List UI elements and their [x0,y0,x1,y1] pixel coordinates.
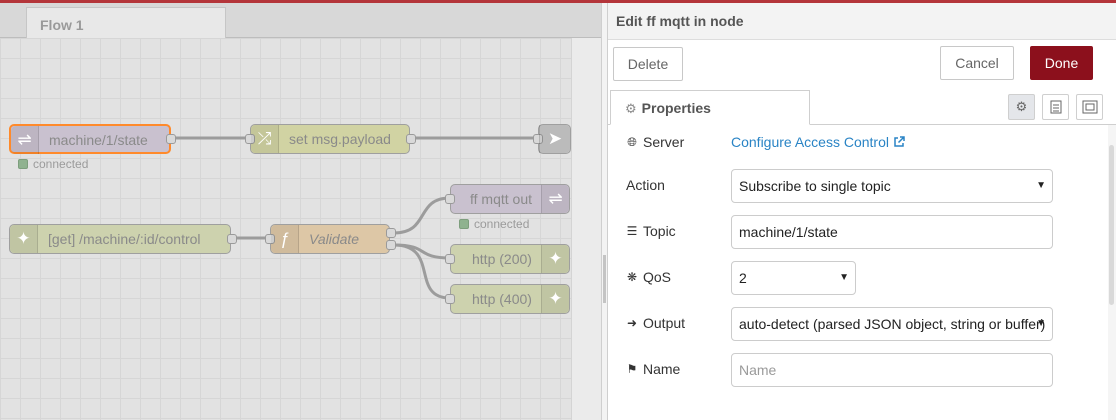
mqtt-in-node[interactable]: ⇌ machine/1/state [9,124,176,154]
wire-function-to-mqtt-out [393,196,451,235]
mqtt-icon: ⇌ [541,185,569,213]
input-port[interactable] [265,234,275,244]
description-tab[interactable] [1042,94,1069,120]
output-port-2[interactable] [386,240,396,250]
name-input[interactable]: Name [731,353,1053,387]
workspace-tab-bar: Flow 1 [0,3,601,39]
delete-button[interactable]: Delete [613,47,683,81]
status-dot-icon [18,159,28,169]
edit-tray: Edit ff mqtt in node Delete Cancel Done … [608,3,1116,420]
input-port[interactable] [245,134,255,144]
tray-scrollbar-thumb[interactable] [1109,145,1114,305]
chevron-down-icon: ▼ [1036,180,1046,191]
tag-icon: ⚑ [626,362,638,376]
output-port[interactable] [227,234,237,244]
status-connected: connected [459,217,529,231]
panel-divider[interactable] [601,3,608,420]
external-link-icon [894,136,905,147]
name-label: ⚑Name [626,361,681,377]
qos-select[interactable]: 2▼ [731,261,856,295]
http-in-node[interactable]: ✦ [get] /machine/:id/control [9,224,237,254]
input-port[interactable] [445,194,455,204]
workspace-scrollbar[interactable] [571,38,601,420]
document-icon [1050,100,1061,114]
qos-icon: ❋ [626,270,638,284]
flow-canvas[interactable]: ⇌ machine/1/state connected ⤮ set msg.pa… [0,38,571,420]
qos-label: ❋QoS [626,269,672,285]
appearance-tab[interactable] [1076,94,1103,120]
globe-icon: ✦ [541,245,569,273]
action-select[interactable]: Subscribe to single topic▼ [731,169,1053,203]
wire-function-to-400 [393,243,451,300]
tray-scrollbar[interactable] [1108,125,1116,420]
flow-workspace: Flow 1 ⇌ machine/1/state connected ⤮ set… [0,3,601,420]
list-icon: ☰ [626,224,638,238]
flow-wires [175,136,539,300]
divider-grip[interactable] [603,255,606,303]
gear-icon: ⚙ [625,101,637,116]
input-port[interactable] [533,134,543,144]
chevron-down-icon: ▼ [839,272,849,283]
output-port-1[interactable] [386,228,396,238]
output-port[interactable] [406,134,416,144]
function-icon: ƒ [271,225,299,253]
settings-tab[interactable]: ⚙ [1008,94,1035,120]
mqtt-out-node[interactable]: ff mqtt out ⇌ [445,184,570,214]
frame-icon [1082,100,1097,114]
debug-node[interactable]: ➤ [533,124,571,154]
shuffle-icon: ⤮ [251,125,279,153]
gear-icon: ⚙ [1015,99,1028,114]
tray-tabs: ⚙Properties ⚙ [608,89,1116,125]
http-response-400-node[interactable]: http (400) ✦ [445,284,570,314]
topic-label: ☰Topic [626,223,676,239]
mqtt-icon: ⇌ [11,126,39,154]
configure-access-control-link[interactable]: Configure Access Control [731,134,905,150]
server-label: 🌐︎Server [627,134,685,150]
globe-icon: ✦ [541,285,569,313]
sign-out-icon: ➜ [626,316,638,330]
status-connected: connected [18,157,88,171]
change-node[interactable]: ⤮ set msg.payload [245,124,416,154]
top-accent-bar [0,0,1116,3]
topic-input[interactable]: machine/1/state [731,215,1053,249]
input-port[interactable] [445,294,455,304]
action-label: Action [626,177,665,193]
tab-properties[interactable]: ⚙Properties [610,90,810,125]
output-port[interactable] [166,134,176,144]
http-response-200-node[interactable]: http (200) ✦ [445,244,570,274]
status-dot-icon [459,219,469,229]
output-select[interactable]: auto-detect (parsed JSON object, string … [731,307,1053,341]
globe-icon: 🌐︎ [627,134,637,149]
chevron-down-icon: ▼ [1036,318,1046,329]
done-button[interactable]: Done [1030,46,1093,80]
tab-flow-1[interactable]: Flow 1 [26,7,226,39]
cancel-button[interactable]: Cancel [940,46,1014,80]
function-node[interactable]: ƒ Validate [265,224,396,254]
tray-title: Edit ff mqtt in node [608,3,1116,40]
globe-icon: ✦ [10,225,38,253]
output-label: ➜Output [626,315,686,331]
input-port[interactable] [445,254,455,264]
debug-icon: ➤ [539,125,570,153]
